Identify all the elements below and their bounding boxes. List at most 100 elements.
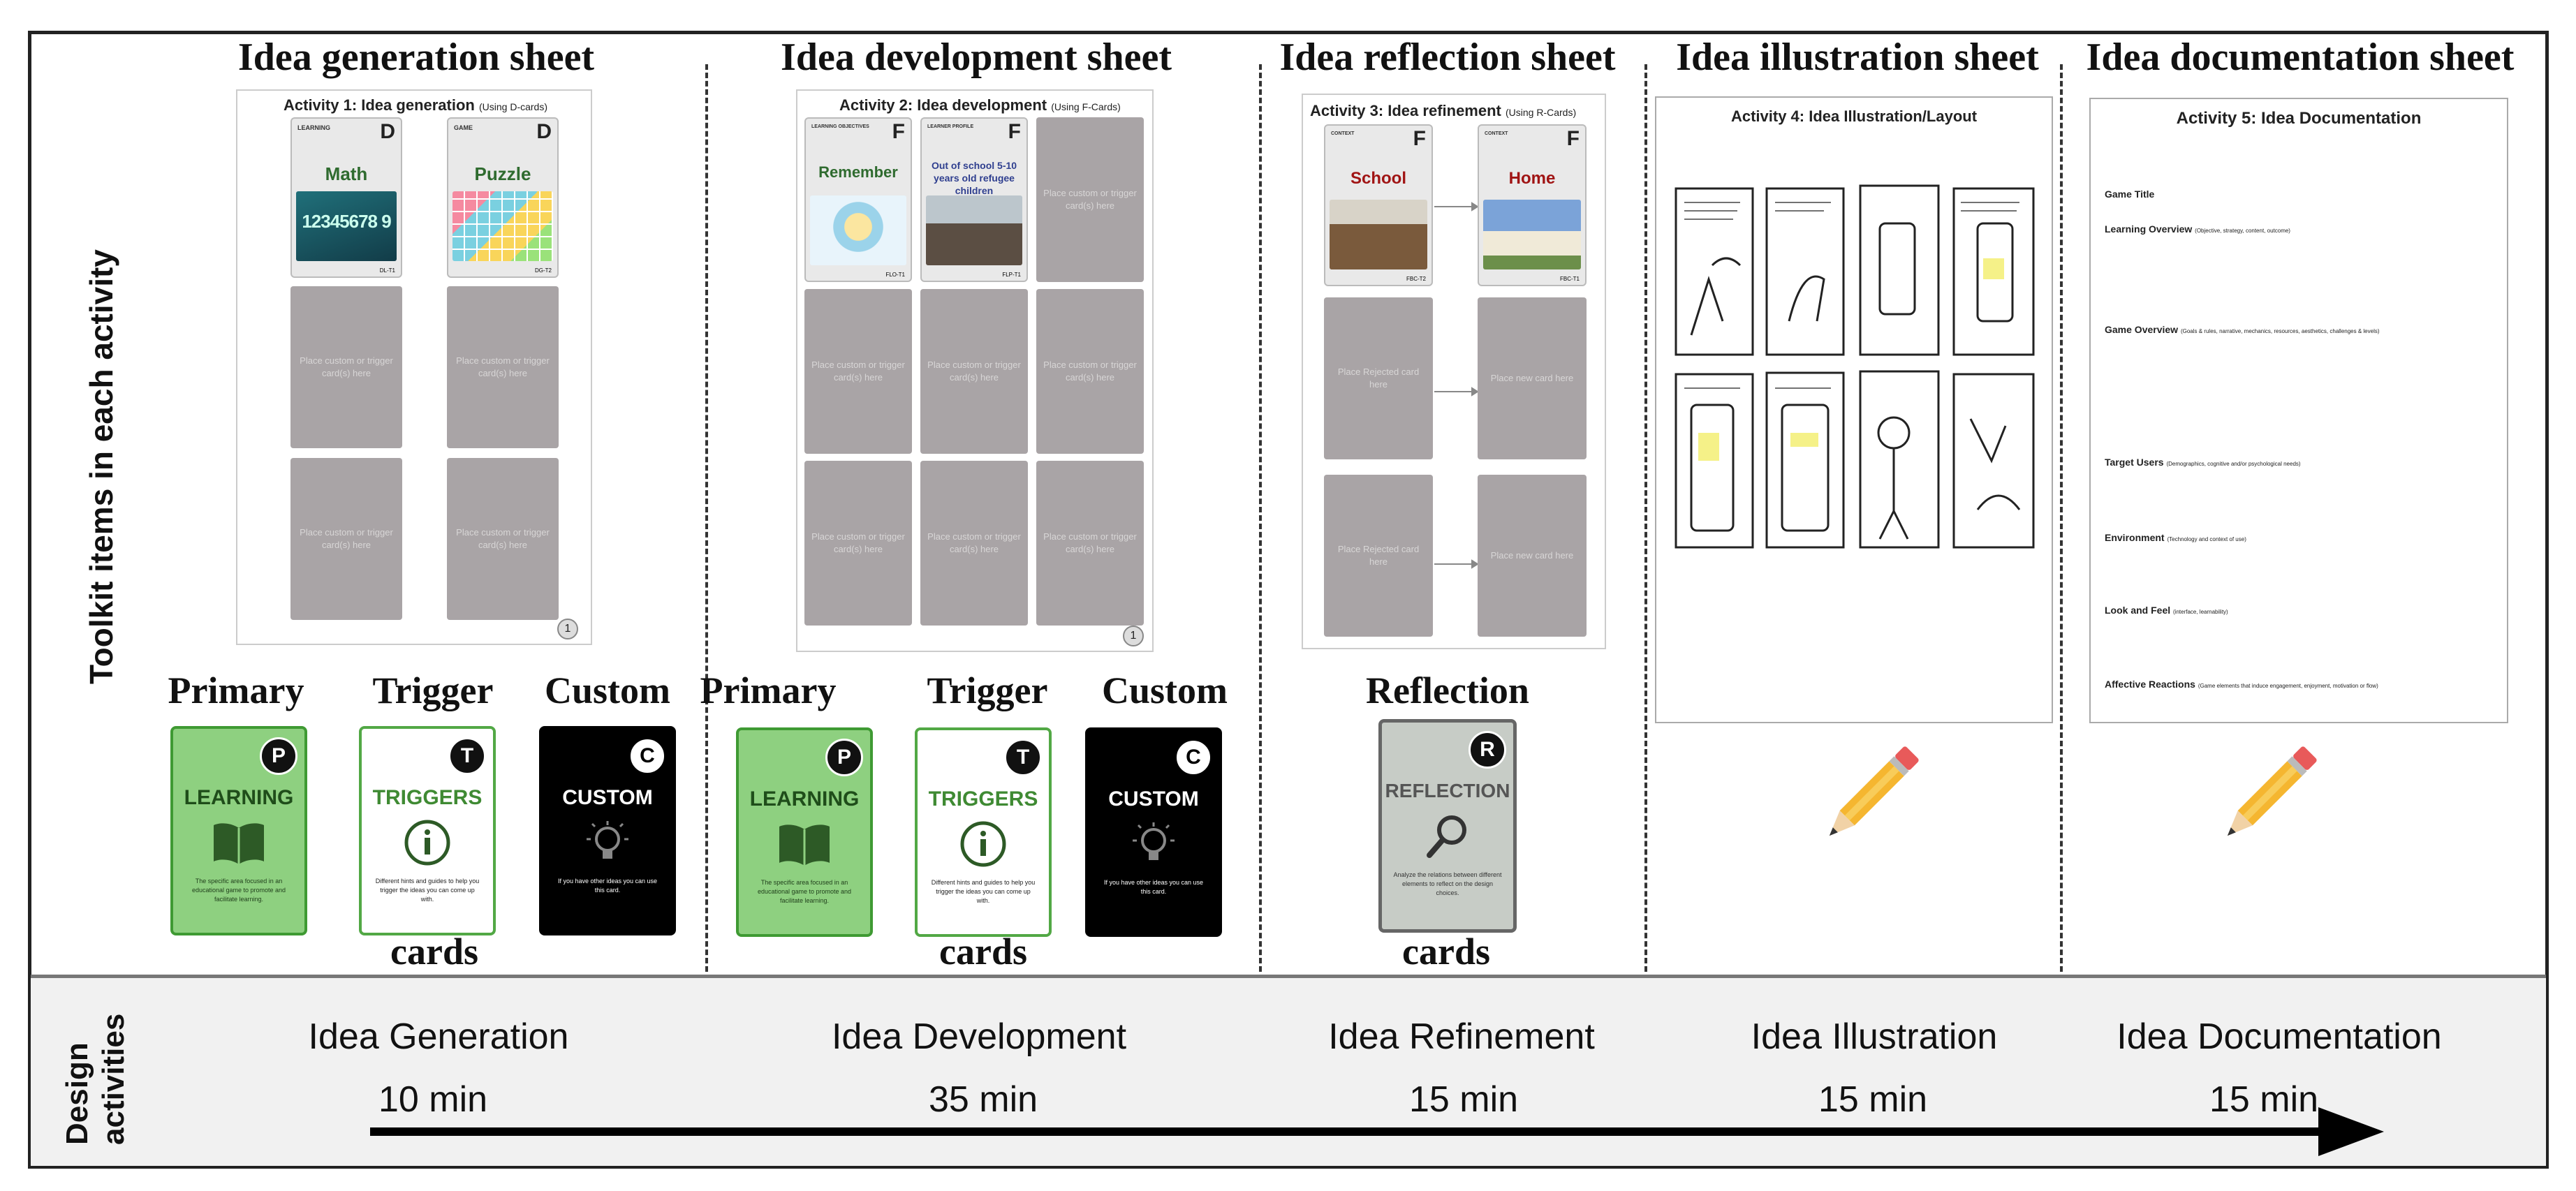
placeholder-card: Place custom or trigger card(s) here [920, 289, 1028, 454]
math-image: 12345678 9 [296, 191, 397, 261]
card-tag: LEARNER PROFILE [927, 124, 974, 129]
activity-name: Idea Refinement [1328, 1016, 1595, 1057]
activity-name: Idea Documentation [2117, 1016, 2442, 1057]
sheet-title: Idea generation sheet [237, 36, 595, 79]
card-word: Puzzle [474, 163, 531, 184]
activity-heading: Activity 1: Idea generation (Using D-car… [284, 96, 547, 114]
activity-heading: Activity 5: Idea Documentation [2176, 109, 2422, 128]
card-remember: LEARNING OBJECTIVES F Remember FLO-T1 [804, 117, 912, 282]
group-label-cards: cards [390, 931, 478, 972]
triggers-card: T TRIGGERS Different hints and guides to… [915, 727, 1052, 937]
card-description: The specific area focused in an educatio… [191, 878, 286, 903]
info-icon [404, 820, 450, 866]
activity-name: Idea Development [831, 1016, 1127, 1057]
placeholder-card: Place new card here [1478, 475, 1587, 637]
doc-field: Look and Feel (interface, learnability) [2105, 605, 2228, 616]
card-tag: CONTEXT [1331, 131, 1355, 136]
separator [2060, 64, 2063, 972]
card-letter: D [536, 120, 552, 143]
card-badge: T [448, 737, 486, 775]
lightbulb-icon [587, 821, 628, 859]
bottom-label-design: Design [60, 1042, 94, 1145]
side-label: Toolkit items in each activity [83, 249, 119, 684]
card-title: LEARNING [749, 787, 860, 811]
bottom-label-activities: activities [96, 1013, 131, 1145]
placeholder-card: Place custom or trigger card(s) here [804, 289, 912, 454]
sheet-title: Idea documentation sheet [2086, 36, 2515, 79]
doc-field: Target Users (Demographics, cognitive an… [2105, 457, 2301, 468]
card-title: CUSTOM [562, 786, 653, 809]
sheet-title: Idea illustration sheet [1676, 36, 2039, 79]
learning-card: P LEARNING The specific area focused in … [736, 727, 873, 937]
activity-heading: Activity 4: Idea Illustration/Layout [1730, 108, 1978, 125]
card-description: Different hints and guides to help you t… [375, 878, 480, 903]
idea-documentation-sheet: Activity 5: Idea Documentation Game Titl… [2089, 98, 2508, 723]
group-label-reflection: Reflection [1366, 670, 1529, 711]
group-label-primary: Primary [700, 670, 837, 711]
card-badge: C [1175, 739, 1212, 776]
placeholder-card: Place custom or trigger card(s) here [290, 286, 402, 448]
card-letter: F [892, 120, 905, 143]
card-letter: F [1413, 127, 1426, 150]
group-label-trigger: Trigger [927, 670, 1048, 711]
idea-reflection-sheet: Activity 3: Idea refinement (Using R-Car… [1302, 94, 1606, 649]
card-tag: LEARNING OBJECTIVES [811, 124, 869, 129]
doc-field: Environment (Technology and context of u… [2105, 532, 2246, 543]
card-title: LEARNING [184, 786, 294, 809]
card-letter: D [380, 120, 395, 143]
placeholder-card: Place custom or trigger card(s) here [1036, 117, 1144, 282]
activity-heading: Activity 2: Idea development (Using F-Ca… [839, 96, 1121, 114]
card-badge: T [1004, 739, 1042, 776]
sheet-title: Idea reflection sheet [1279, 36, 1616, 79]
card-code: FLP-T1 [1002, 272, 1021, 278]
children-image [926, 195, 1022, 265]
idea-illustration-sheet: Activity 4: Idea Illustration/Layout [1655, 96, 2053, 723]
pencil-icon [2227, 746, 2317, 836]
card-title: REFLECTION [1385, 780, 1510, 801]
placeholder-card: Place custom or trigger card(s) here [1036, 289, 1144, 454]
activity-name: Idea Illustration [1751, 1016, 1998, 1057]
group-label-trigger: Trigger [372, 670, 494, 711]
idea-generation-sheet: Activity 1: Idea generation (Using D-car… [236, 89, 592, 645]
page-number: 1 [1123, 626, 1144, 646]
card-tag: LEARNING [297, 124, 330, 131]
doc-field: Game Title [2105, 188, 2155, 200]
card-description: If you have other ideas you can use this… [1103, 879, 1204, 896]
card-home: CONTEXT F Home FBC-T1 [1478, 124, 1587, 286]
card-school: CONTEXT F School FBC-T2 [1324, 124, 1433, 286]
card-description: If you have other ideas you can use this… [557, 878, 658, 894]
arrow-icon [370, 1107, 2384, 1156]
card-tag: CONTEXT [1485, 131, 1508, 136]
card-word: Math [325, 163, 368, 184]
card-title: CUSTOM [1108, 787, 1199, 811]
card-title: TRIGGERS [928, 787, 1038, 811]
card-badge: C [628, 737, 666, 775]
placeholder-card: Place Rejected card here [1324, 297, 1433, 459]
card-refugee-children: LEARNER PROFILE F Out of school 5-10 yea… [920, 117, 1028, 282]
math-digits: 12345678 9 [302, 211, 391, 232]
book-icon [214, 823, 264, 864]
card-description: The specific area focused in an educatio… [757, 879, 852, 905]
puzzle-image [452, 191, 553, 261]
separator [1644, 64, 1647, 972]
group-label-primary: Primary [168, 670, 304, 711]
school-image [1330, 200, 1427, 269]
reflection-arrows [1434, 202, 1478, 569]
group-label-custom: Custom [544, 670, 671, 711]
learning-card: P LEARNING The specific area focused in … [170, 726, 307, 935]
activity-duration: 35 min [928, 1079, 1038, 1120]
card-badge: P [260, 737, 297, 775]
reflection-card: R REFLECTION Analyze the relations betwe… [1378, 719, 1517, 933]
idea-development-sheet: Activity 2: Idea development (Using F-Ca… [796, 89, 1154, 652]
pencil-icon [1829, 746, 1919, 836]
activity-duration: 15 min [2209, 1079, 2319, 1120]
storyboard-sketches [1675, 184, 2035, 549]
lightbulb-icon [1133, 822, 1175, 860]
card-description: Analyze the relations between different … [1393, 871, 1502, 897]
custom-card: C CUSTOM If you have other ideas you can… [1085, 727, 1222, 937]
magnifier-icon [1427, 815, 1466, 858]
group-label-cards: cards [1402, 931, 1490, 972]
triggers-card: T TRIGGERS Different hints and guides to… [359, 726, 496, 935]
card-title: TRIGGERS [372, 786, 483, 809]
doc-field: Affective Reactions (Game elements that … [2105, 679, 2378, 690]
